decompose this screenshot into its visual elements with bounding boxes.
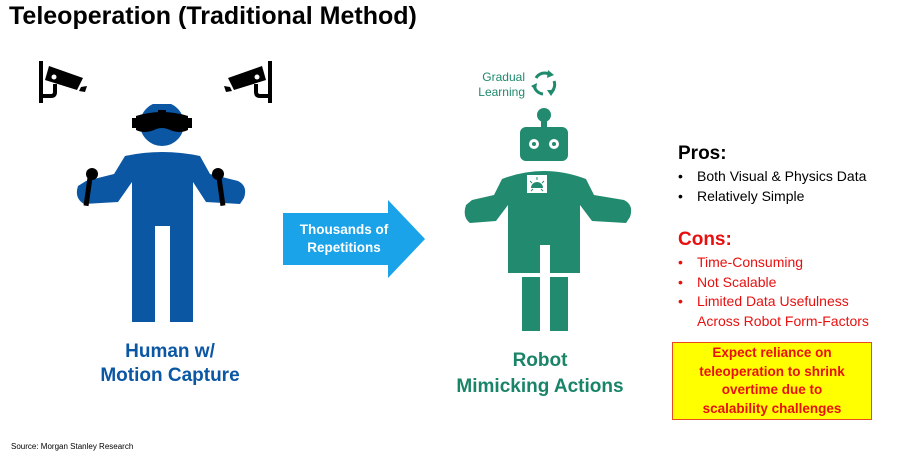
robot-icon xyxy=(464,108,632,331)
human-icon xyxy=(76,104,246,322)
learning-label-line2: Learning xyxy=(478,85,525,99)
robot-label: Robot Mimicking Actions xyxy=(430,348,650,400)
callout-line3: overtime due to xyxy=(721,382,823,397)
callout-box: Expect reliance on teleoperation to shri… xyxy=(672,342,872,420)
ai-chip-icon xyxy=(527,175,547,193)
human-label-line1: Human w/ xyxy=(125,341,215,362)
pros-list: Both Visual & Physics Data Relatively Si… xyxy=(678,167,866,206)
learning-label: Gradual Learning xyxy=(470,70,525,100)
cons-item: Time-Consuming xyxy=(678,253,869,273)
arrow-label: Thousands of Repetitions xyxy=(288,221,400,257)
human-label: Human w/ Motion Capture xyxy=(40,340,300,388)
cons-item: Limited Data Usefulness xyxy=(678,292,869,312)
pros-section: Pros: Both Visual & Physics Data Relativ… xyxy=(678,143,866,206)
arrow-label-line2: Repetitions xyxy=(307,240,381,255)
arrow-right-icon xyxy=(283,200,425,278)
robot-figure xyxy=(464,108,632,332)
human-figure xyxy=(76,104,246,322)
page-title: Teleoperation (Traditional Method) xyxy=(9,2,417,30)
cons-item-continuation: Across Robot Form-Factors xyxy=(697,312,869,329)
cons-heading: Cons: xyxy=(678,229,732,250)
cons-section: Cons: Time-Consuming Not Scalable Limite… xyxy=(678,229,869,331)
motion-controller-right-icon xyxy=(212,168,226,206)
pros-item: Both Visual & Physics Data xyxy=(678,167,866,187)
cons-list: Time-Consuming Not Scalable Limited Data… xyxy=(678,253,869,331)
callout-line1: Expect reliance on xyxy=(712,345,832,360)
learning-label-line1: Gradual xyxy=(482,70,525,84)
robot-label-line2: Mimicking Actions xyxy=(456,376,624,397)
source-note: Source: Morgan Stanley Research xyxy=(11,442,134,451)
arrow-label-line1: Thousands of xyxy=(299,222,389,237)
callout-line2: teleoperation to shrink xyxy=(699,363,845,379)
callout-line4: scalability challenges xyxy=(702,400,842,416)
security-camera-icon xyxy=(224,61,272,103)
human-label-line2: Motion Capture xyxy=(100,365,240,386)
robot-label-line1: Robot xyxy=(512,350,568,371)
pros-item: Relatively Simple xyxy=(678,187,866,207)
refresh-cycle-icon xyxy=(531,70,557,96)
cons-item: Not Scalable xyxy=(678,273,869,293)
security-camera-icon xyxy=(39,61,87,103)
motion-controller-left-icon xyxy=(83,168,98,207)
pros-heading: Pros: xyxy=(678,143,727,164)
